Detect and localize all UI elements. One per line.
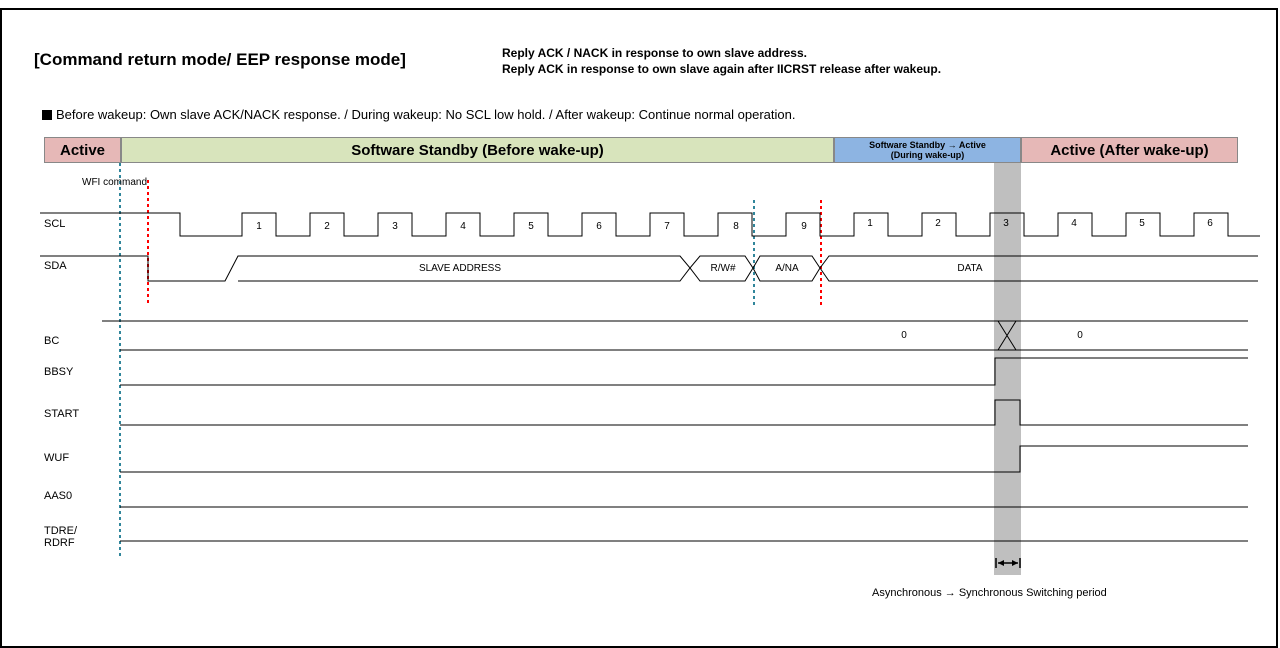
signal-label-start: START: [44, 408, 80, 420]
signal-label-sda: SDA: [44, 260, 67, 272]
page-title: [Command return mode/ EEP response mode]: [34, 50, 406, 69]
note: Before wakeup: Own slave ACK/NACK respon…: [42, 107, 795, 122]
scl-pulse-number: 2: [935, 218, 941, 229]
scl-pulse-number: 5: [1139, 218, 1145, 229]
scl-waveform: [40, 212, 1260, 237]
note-text: Before wakeup: Own slave ACK/NACK respon…: [56, 107, 796, 122]
sda-field-slave-address: SLAVE ADDRESS: [418, 263, 502, 274]
scl-pulse-number: 3: [392, 221, 398, 232]
signal-label-bc: BC: [44, 335, 60, 347]
phase-active-after: Active (After wake-up): [1021, 137, 1238, 163]
scl-pulse-number: 4: [460, 221, 466, 232]
scl-pulse-number: 4: [1071, 218, 1077, 229]
sda-field-rw: R/W#: [710, 263, 736, 274]
scl-pulse-number: 1: [867, 218, 873, 229]
signal-label-aas0: AAS0: [44, 490, 73, 502]
sda-field-ack: A/NA: [775, 263, 799, 274]
scl-pulse-number: 2: [324, 221, 330, 232]
phase-during-wakeup: Software Standby → Active(During wake-up…: [834, 137, 1021, 163]
scl-pulse-number: 5: [528, 221, 534, 232]
scl-pulse-number: 3: [1003, 218, 1009, 229]
signal-label-scl: SCL: [44, 218, 66, 230]
scl-pulse-number: 8: [733, 221, 739, 232]
signal-label-bbsy: BBSY: [44, 366, 74, 378]
subtitle-line-2: Reply ACK in response to own slave again…: [502, 62, 942, 76]
scl-pulse-number: 7: [664, 221, 670, 232]
bc-value-before: 0: [901, 330, 907, 341]
bbsy-waveform: [120, 357, 1248, 386]
signal-label-tdre-rdrf: TDRE/RDRF: [44, 525, 77, 549]
bullet-square-icon: [42, 110, 52, 120]
bc-value-after: 0: [1077, 330, 1083, 341]
wuf-waveform: [120, 445, 1248, 473]
subtitle-line-1: Reply ACK / NACK in response to own slav…: [502, 46, 807, 60]
scl-pulse-number: 6: [1207, 218, 1213, 229]
sda-field-data: DATA: [957, 263, 983, 274]
timing-diagram: [40, 163, 1260, 575]
scl-pulse-number: 1: [256, 221, 262, 232]
bc-waveform: [102, 320, 1248, 351]
sda-waveform: [40, 255, 1258, 282]
phase-active: Active: [44, 137, 121, 163]
phase-standby: Software Standby (Before wake-up): [121, 137, 834, 163]
switching-period-label: Asynchronous → Synchronous Switching per…: [872, 587, 1107, 599]
scl-pulse-number: 9: [801, 221, 807, 232]
scl-pulse-number: 6: [596, 221, 602, 232]
wfi-command-label: WFI command: [82, 177, 148, 188]
signal-label-wuf: WUF: [44, 452, 70, 464]
switching-period-band: [994, 163, 1021, 575]
start-waveform: [120, 399, 1248, 426]
arrowhead-icon: [998, 560, 1018, 566]
